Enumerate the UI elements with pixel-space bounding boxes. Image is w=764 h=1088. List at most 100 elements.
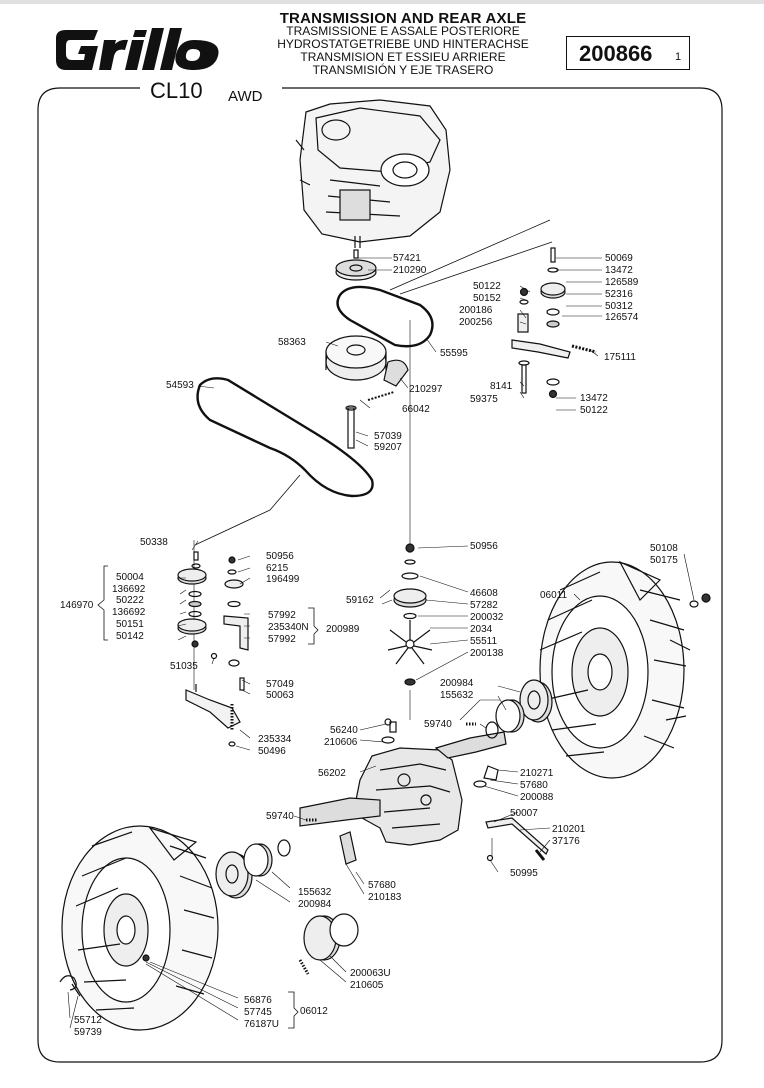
part-label: 55595 (440, 348, 468, 359)
part-label: 59375 (470, 394, 498, 405)
subtitle-fr: TRANSMISION ET ESSIEU ARRIERE (300, 50, 506, 64)
part-label: 200984 (298, 899, 332, 910)
part-label: 50142 (116, 631, 144, 642)
part-label: 50496 (258, 746, 286, 757)
part-label: 136692 (112, 607, 146, 618)
part-label: 06011 (540, 590, 568, 601)
part-label: 59739 (74, 1027, 102, 1038)
part-label: 210183 (368, 892, 402, 903)
part-label: 210201 (552, 824, 586, 835)
part-label: 50222 (116, 595, 144, 606)
part-label: 37176 (552, 836, 580, 847)
part-label: 56876 (244, 995, 272, 1006)
part-label: 50995 (510, 868, 538, 879)
part-label: 196499 (266, 574, 300, 585)
page-title: TRANSMISSION AND REAR AXLE (279, 10, 527, 27)
part-label: 57421 (393, 253, 421, 264)
part-label: 56202 (318, 768, 346, 779)
part-label: 57282 (470, 600, 498, 611)
part-label: 200032 (470, 612, 504, 623)
top-border (0, 0, 764, 4)
frame-border (37, 87, 723, 1063)
part-label: 175111 (604, 352, 636, 363)
part-label: 57745 (244, 1007, 272, 1018)
part-label: 50175 (650, 555, 678, 566)
part-label: 210290 (393, 265, 427, 276)
part-label: 136692 (112, 584, 146, 595)
left-wheel-drawing (61, 825, 219, 1031)
part-label: 59740 (266, 811, 294, 822)
part-label: 59162 (346, 595, 374, 606)
part-label: 13472 (605, 265, 633, 276)
part-label: 06012 (300, 1006, 328, 1017)
drawing-code: 200866 (579, 41, 653, 66)
part-label: 58363 (278, 337, 306, 348)
engine-drawing (295, 99, 451, 248)
part-label: 55511 (470, 636, 498, 647)
part-label: 59207 (374, 442, 402, 453)
part-label: 200984 (440, 678, 474, 689)
part-label: 210271 (520, 768, 554, 779)
part-label: 50063 (266, 690, 294, 701)
part-label: 50152 (473, 293, 501, 304)
part-label: 210297 (409, 384, 443, 395)
part-label: 50007 (510, 808, 538, 819)
part-label: 50312 (605, 301, 633, 312)
part-label: 200088 (520, 792, 554, 803)
subtitle-it: TRASMISSIONE E ASSALE POSTERIORE (286, 24, 520, 38)
part-label: 50108 (650, 543, 678, 554)
part-label: 200138 (470, 648, 504, 659)
part-label: 51035 (170, 661, 198, 672)
part-label: 57992 (268, 610, 296, 621)
part-label: 6215 (266, 563, 289, 574)
part-label: 50122 (580, 405, 608, 416)
part-label: 57680 (368, 880, 396, 891)
part-label: 57680 (520, 780, 548, 791)
part-label: 50122 (473, 281, 501, 292)
part-label: 126589 (605, 277, 639, 288)
part-label: 66042 (402, 404, 430, 415)
subtitle-es: TRANSMISIÓN Y EJE TRASERO (312, 63, 494, 77)
part-label: 59740 (424, 719, 452, 730)
drawing-code-box: 200866 1 (566, 36, 690, 70)
part-label: 50956 (266, 551, 294, 562)
part-label: 55712 (74, 1015, 102, 1026)
part-label: 200063U (350, 968, 391, 979)
part-label: 50338 (140, 537, 168, 548)
right-wheel-drawing (539, 560, 691, 779)
part-label: 235334 (258, 734, 292, 745)
part-label: 50069 (605, 253, 633, 264)
subtitle-de: HYDROSTATGETRIEBE UND HINTERACHSE (277, 37, 529, 51)
title-block: TRANSMISSION AND REAR AXLE TRASMISSIONE … (238, 10, 568, 77)
part-label: 200256 (459, 317, 493, 328)
transmission-drawing (299, 718, 507, 865)
part-label: 210606 (324, 737, 358, 748)
part-label: 50004 (116, 572, 144, 583)
part-label: 155632 (298, 887, 332, 898)
part-label: 155632 (440, 690, 474, 701)
model-variant: AWD (228, 88, 263, 105)
part-label: 46608 (470, 588, 498, 599)
part-label: 2034 (470, 624, 493, 635)
part-label: 50151 (116, 619, 144, 630)
part-label: 54593 (166, 380, 194, 391)
part-label: 200989 (326, 624, 360, 635)
fan-drawing (387, 620, 433, 665)
part-label: 235340N (268, 622, 309, 633)
part-label: 52316 (605, 289, 633, 300)
part-label: 146970 (60, 600, 94, 611)
model-name: CL10 (150, 78, 203, 103)
part-label: 8141 (490, 381, 513, 392)
part-label: 13472 (580, 393, 608, 404)
grillo-logo (56, 28, 219, 70)
revision-number: 1 (675, 51, 682, 63)
part-label: 200186 (459, 305, 493, 316)
part-label: 210605 (350, 980, 384, 991)
part-label: 76187U (244, 1019, 280, 1030)
part-label: 56240 (330, 725, 358, 736)
part-label: 57039 (374, 431, 402, 442)
part-label: 57049 (266, 679, 294, 690)
part-label: 50956 (470, 541, 498, 552)
